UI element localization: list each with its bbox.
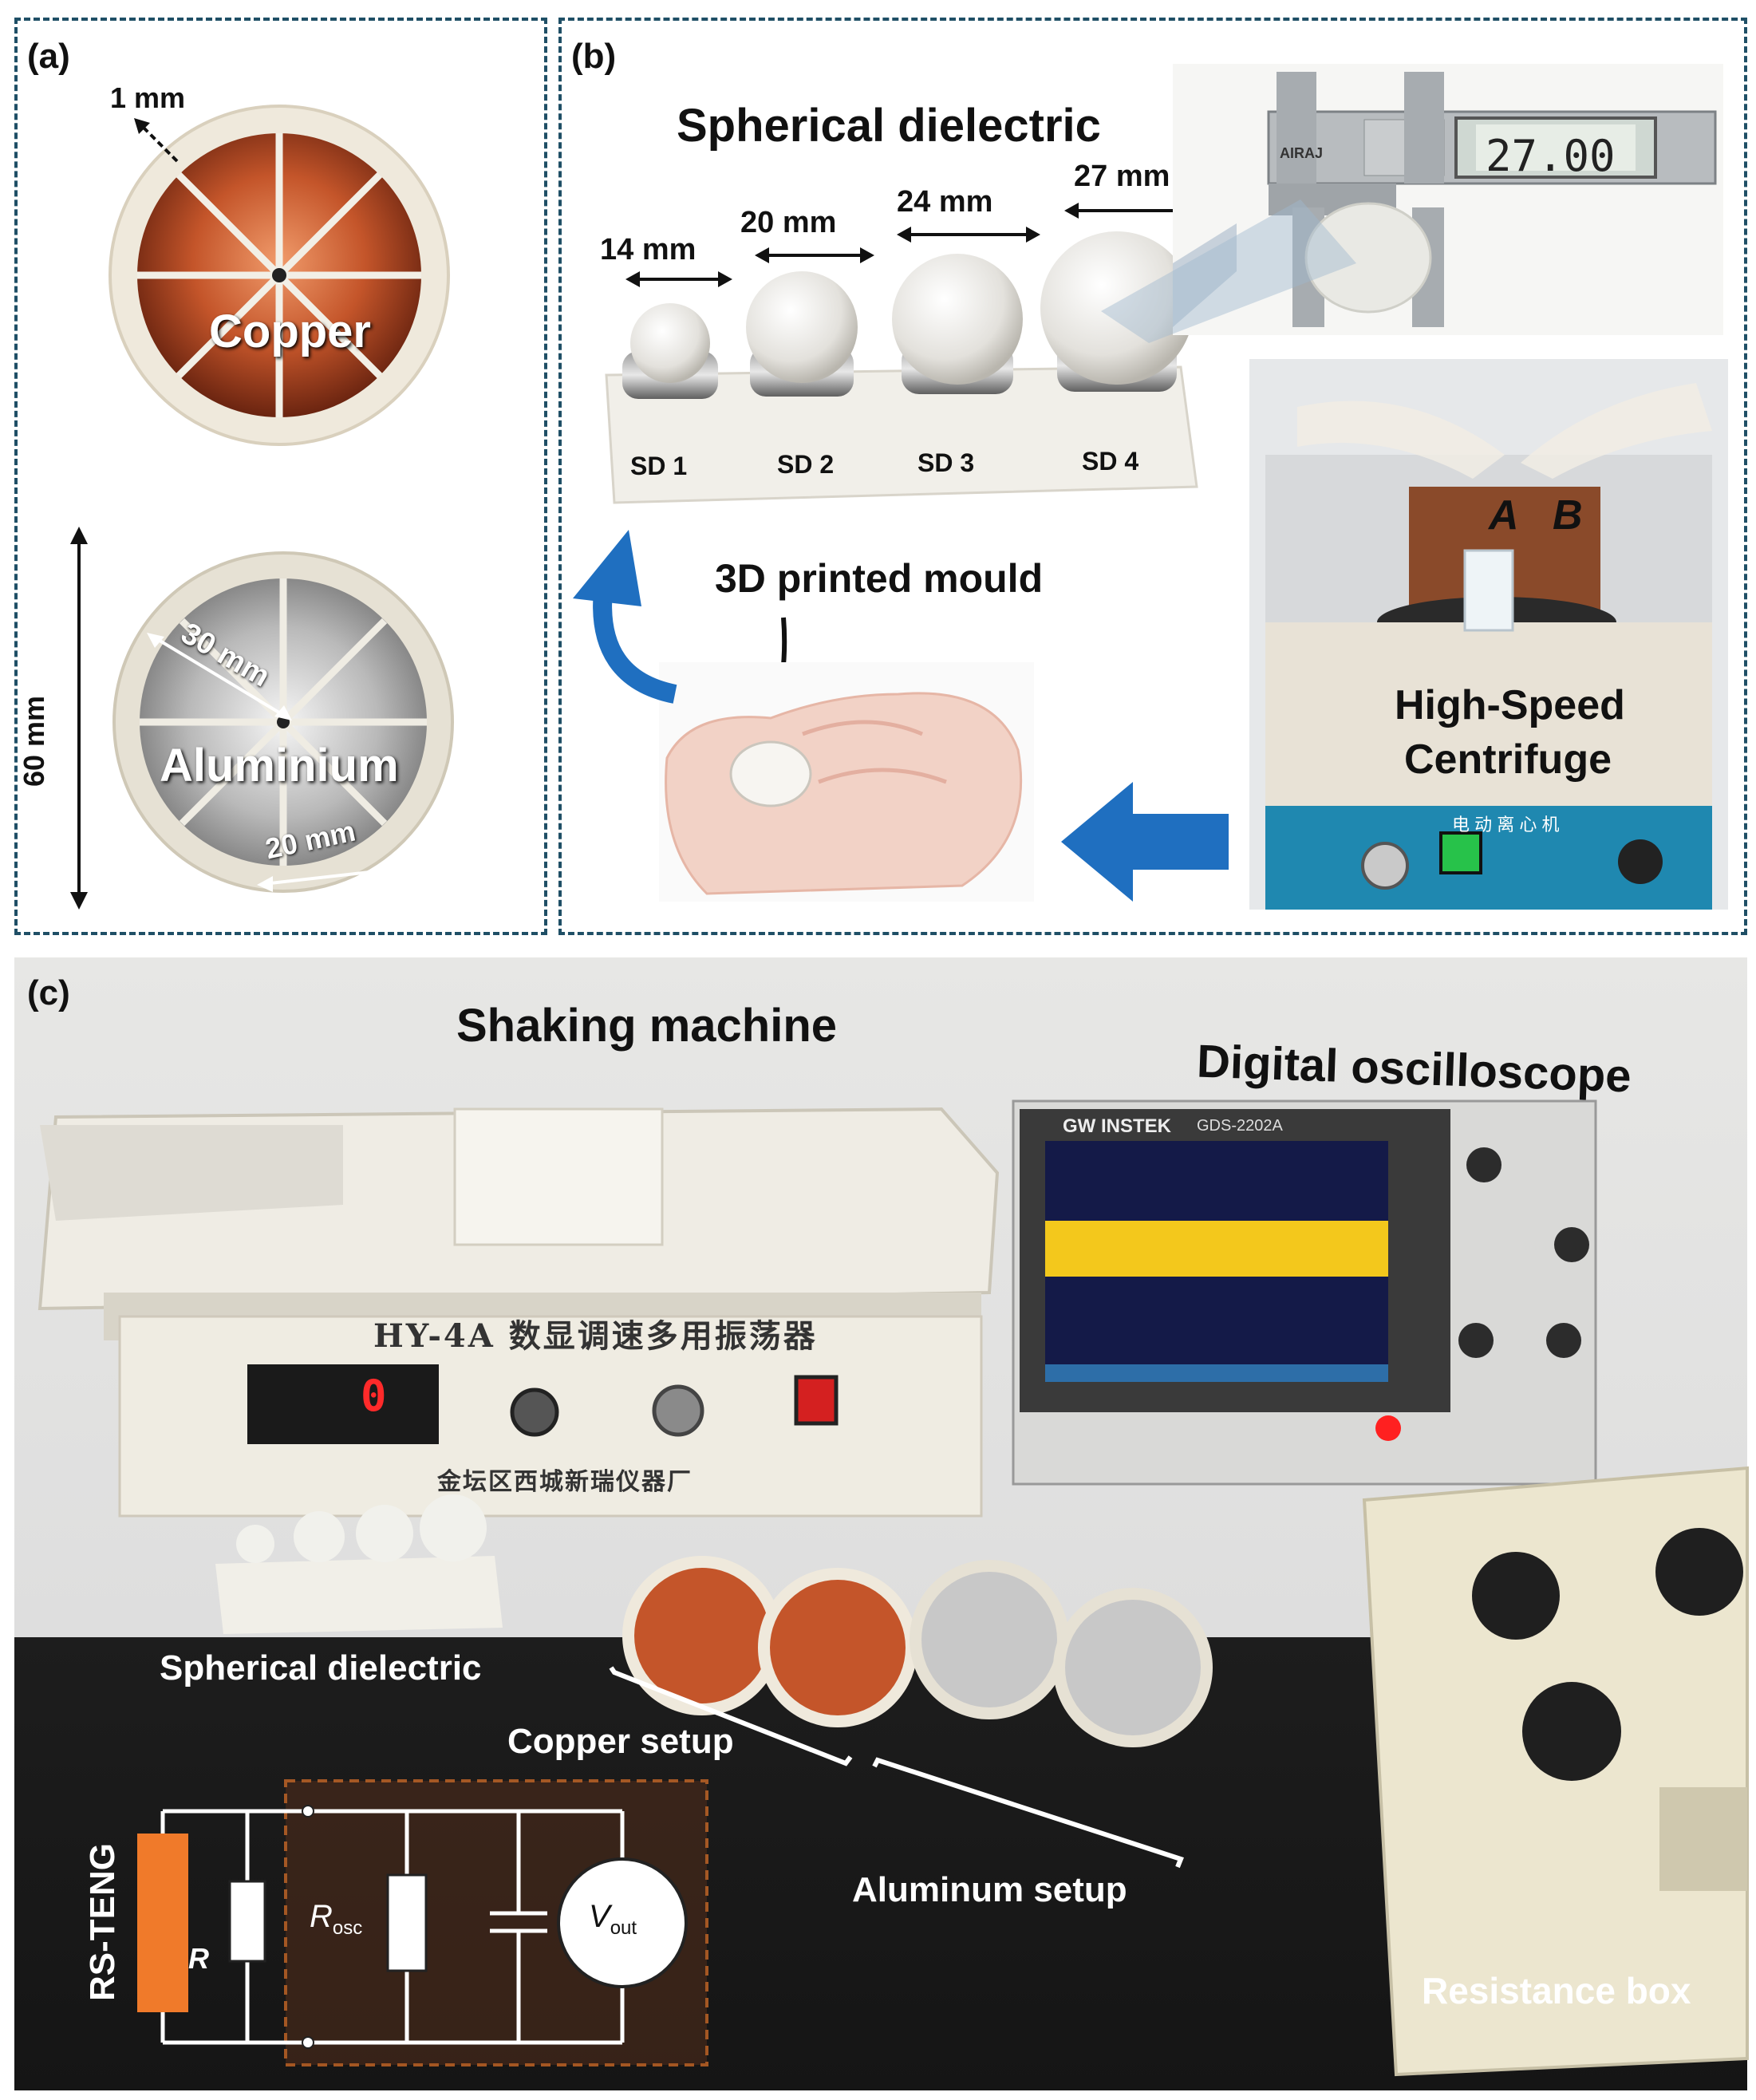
- oscilloscope-photo: [1012, 1099, 1597, 1486]
- left-arrow-icon: [1061, 782, 1229, 902]
- gap-label: 1 mm: [110, 81, 186, 114]
- panel-a: [14, 18, 547, 935]
- spherical-dielectric-c-label: Spherical dielectric: [160, 1648, 482, 1688]
- resistance-box-label: Resistance box: [1422, 1970, 1691, 2011]
- gap-arrow: [134, 118, 179, 163]
- spherical-dielectric-samples-photo: [605, 231, 1198, 504]
- copper-electrode-photo: [109, 105, 450, 446]
- aluminium-electrode-photo: [112, 551, 454, 893]
- sample-label-sd2: SD 2: [777, 450, 835, 479]
- centrifuge-photo: [1249, 359, 1728, 910]
- rosc-main: R: [310, 1899, 333, 1934]
- mould-hands-photo: [659, 662, 1034, 902]
- circuit-diagram: [137, 1779, 708, 2066]
- spherical-samples-c-photo: [215, 1494, 503, 1634]
- height-label: 60 mm: [18, 695, 51, 788]
- caliper-photo: [1173, 64, 1723, 335]
- sample-label-sd4: SD 4: [1082, 447, 1139, 476]
- centrifuge-label-2: Centrifuge: [1404, 736, 1612, 783]
- size-label-sd3: 24 mm: [897, 185, 993, 219]
- zoom-highlight: [1101, 199, 1356, 343]
- centrifuge-plate: 电 动 离 心 机: [1452, 815, 1560, 835]
- scope-model: GDS-2202A: [1197, 1117, 1283, 1135]
- vout-sub: out: [610, 1917, 637, 1939]
- radius-arrow: [147, 633, 292, 720]
- sample-label-sd3: SD 3: [917, 448, 975, 477]
- part-b-label: B: [1553, 492, 1583, 539]
- shaking-machine-label: Shaking machine: [456, 1000, 838, 1052]
- centrifuge-label-1: High-Speed: [1395, 682, 1625, 728]
- rosc-label: Rosc: [310, 1899, 362, 1940]
- scope-brand: GW INSTEK: [1063, 1115, 1171, 1137]
- rosc-sub: osc: [332, 1917, 363, 1939]
- rs-teng-label: RS-TENG: [83, 1843, 122, 2001]
- size-label-sd4: 27 mm: [1074, 160, 1170, 193]
- shaker-display: 0: [361, 1371, 387, 1421]
- vout-main: V: [589, 1899, 610, 1934]
- sample-label-sd1: SD 1: [630, 452, 688, 480]
- width-arrow: [257, 862, 397, 892]
- aluminum-setup-label: Aluminum setup: [852, 1870, 1127, 1909]
- shaker-maker-text: 金坛区西城新瑞仪器厂: [437, 1468, 693, 1496]
- caliper-reading: 27.00: [1486, 131, 1616, 181]
- spherical-dielectric-title: Spherical dielectric: [677, 100, 1101, 152]
- vout-label: Vout: [589, 1899, 637, 1940]
- resistance-box-photo: [1362, 1466, 1749, 2077]
- aluminium-label: Aluminium: [160, 740, 399, 791]
- cycle-arrow-icon: [573, 530, 677, 704]
- part-a-label: A: [1489, 492, 1519, 539]
- resistor-r-label: R: [188, 1942, 209, 1975]
- panel-b: [558, 18, 1747, 935]
- copper-setup-label: Copper setup: [507, 1722, 734, 1761]
- shaker-model-text: HY-4A 数显调速多用振荡器: [373, 1317, 818, 1355]
- panel-b-label: (b): [571, 37, 617, 76]
- size-label-sd1: 14 mm: [600, 233, 696, 266]
- setup-brackets: [609, 1666, 1184, 1869]
- shaking-machine-photo: [37, 1107, 1000, 1518]
- panel-c-label: (c): [27, 973, 70, 1012]
- panel-a-label: (a): [27, 37, 70, 76]
- electrode-setups-photo: [622, 1556, 1213, 1747]
- caliper-brand: AIRAJ: [1280, 145, 1324, 161]
- mould-label: 3D printed mould: [715, 556, 1044, 601]
- size-label-sd2: 20 mm: [740, 206, 837, 239]
- copper-label: Copper: [209, 306, 371, 357]
- height-arrow: [70, 527, 88, 910]
